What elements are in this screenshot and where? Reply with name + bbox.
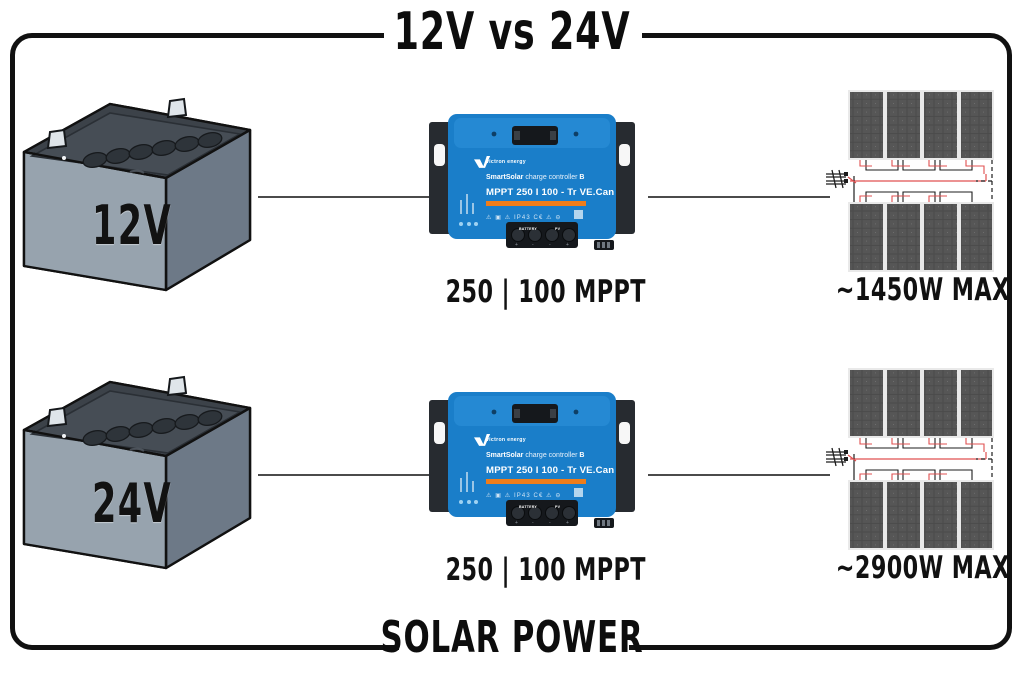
battery-illustration — [22, 375, 252, 570]
svg-text:-: - — [532, 242, 534, 248]
charge-controller-illustration: + - - + — [429, 114, 635, 250]
solar-array-12v — [826, 82, 1004, 282]
solar-array-illustration — [826, 90, 994, 272]
comparison-row-24v: 24V — [0, 340, 1024, 630]
svg-text:-: - — [549, 520, 551, 526]
array-power-caption: ~2900W MAX — [835, 550, 1010, 586]
svg-text:-: - — [532, 520, 534, 526]
svg-text:-: - — [549, 242, 551, 248]
battery-terminal — [46, 97, 188, 150]
svg-text:+: + — [515, 520, 518, 526]
battery-illustration — [22, 97, 252, 292]
svg-text:+: + — [566, 520, 569, 526]
svg-text:+: + — [566, 242, 569, 248]
border-gap-footer — [399, 636, 629, 666]
svg-text:+: + — [515, 242, 518, 248]
comparison-row-12v: 12V — [0, 62, 1024, 352]
array-power-caption: ~1450W MAX — [835, 272, 1010, 308]
connector-line-battery-to-controller — [258, 474, 436, 476]
solar-array-24v — [826, 360, 1004, 560]
charge-controller-12v: +- -+ victron energy SmartSolar charge c… — [424, 104, 640, 264]
connector-line-battery-to-controller — [258, 196, 436, 198]
charge-controller-illustration: + - - + — [429, 392, 635, 528]
battery-24v: 24V — [18, 368, 258, 583]
battery-12v: 12V — [18, 90, 258, 305]
connector-line-controller-to-array — [648, 196, 830, 198]
controller-caption: 250 | 100 MPPT — [445, 274, 646, 310]
connector-line-controller-to-array — [648, 474, 830, 476]
page-footer-title: SOLAR POWER — [380, 612, 644, 663]
solar-array-illustration — [826, 368, 994, 550]
charge-controller-24v: +- -+ victron energy SmartSolar charge c… — [424, 382, 640, 542]
page-title: 12V vs 24V — [393, 2, 631, 62]
battery-terminal — [46, 375, 188, 428]
border-gap-title — [384, 22, 642, 48]
controller-caption: 250 | 100 MPPT — [445, 552, 646, 588]
